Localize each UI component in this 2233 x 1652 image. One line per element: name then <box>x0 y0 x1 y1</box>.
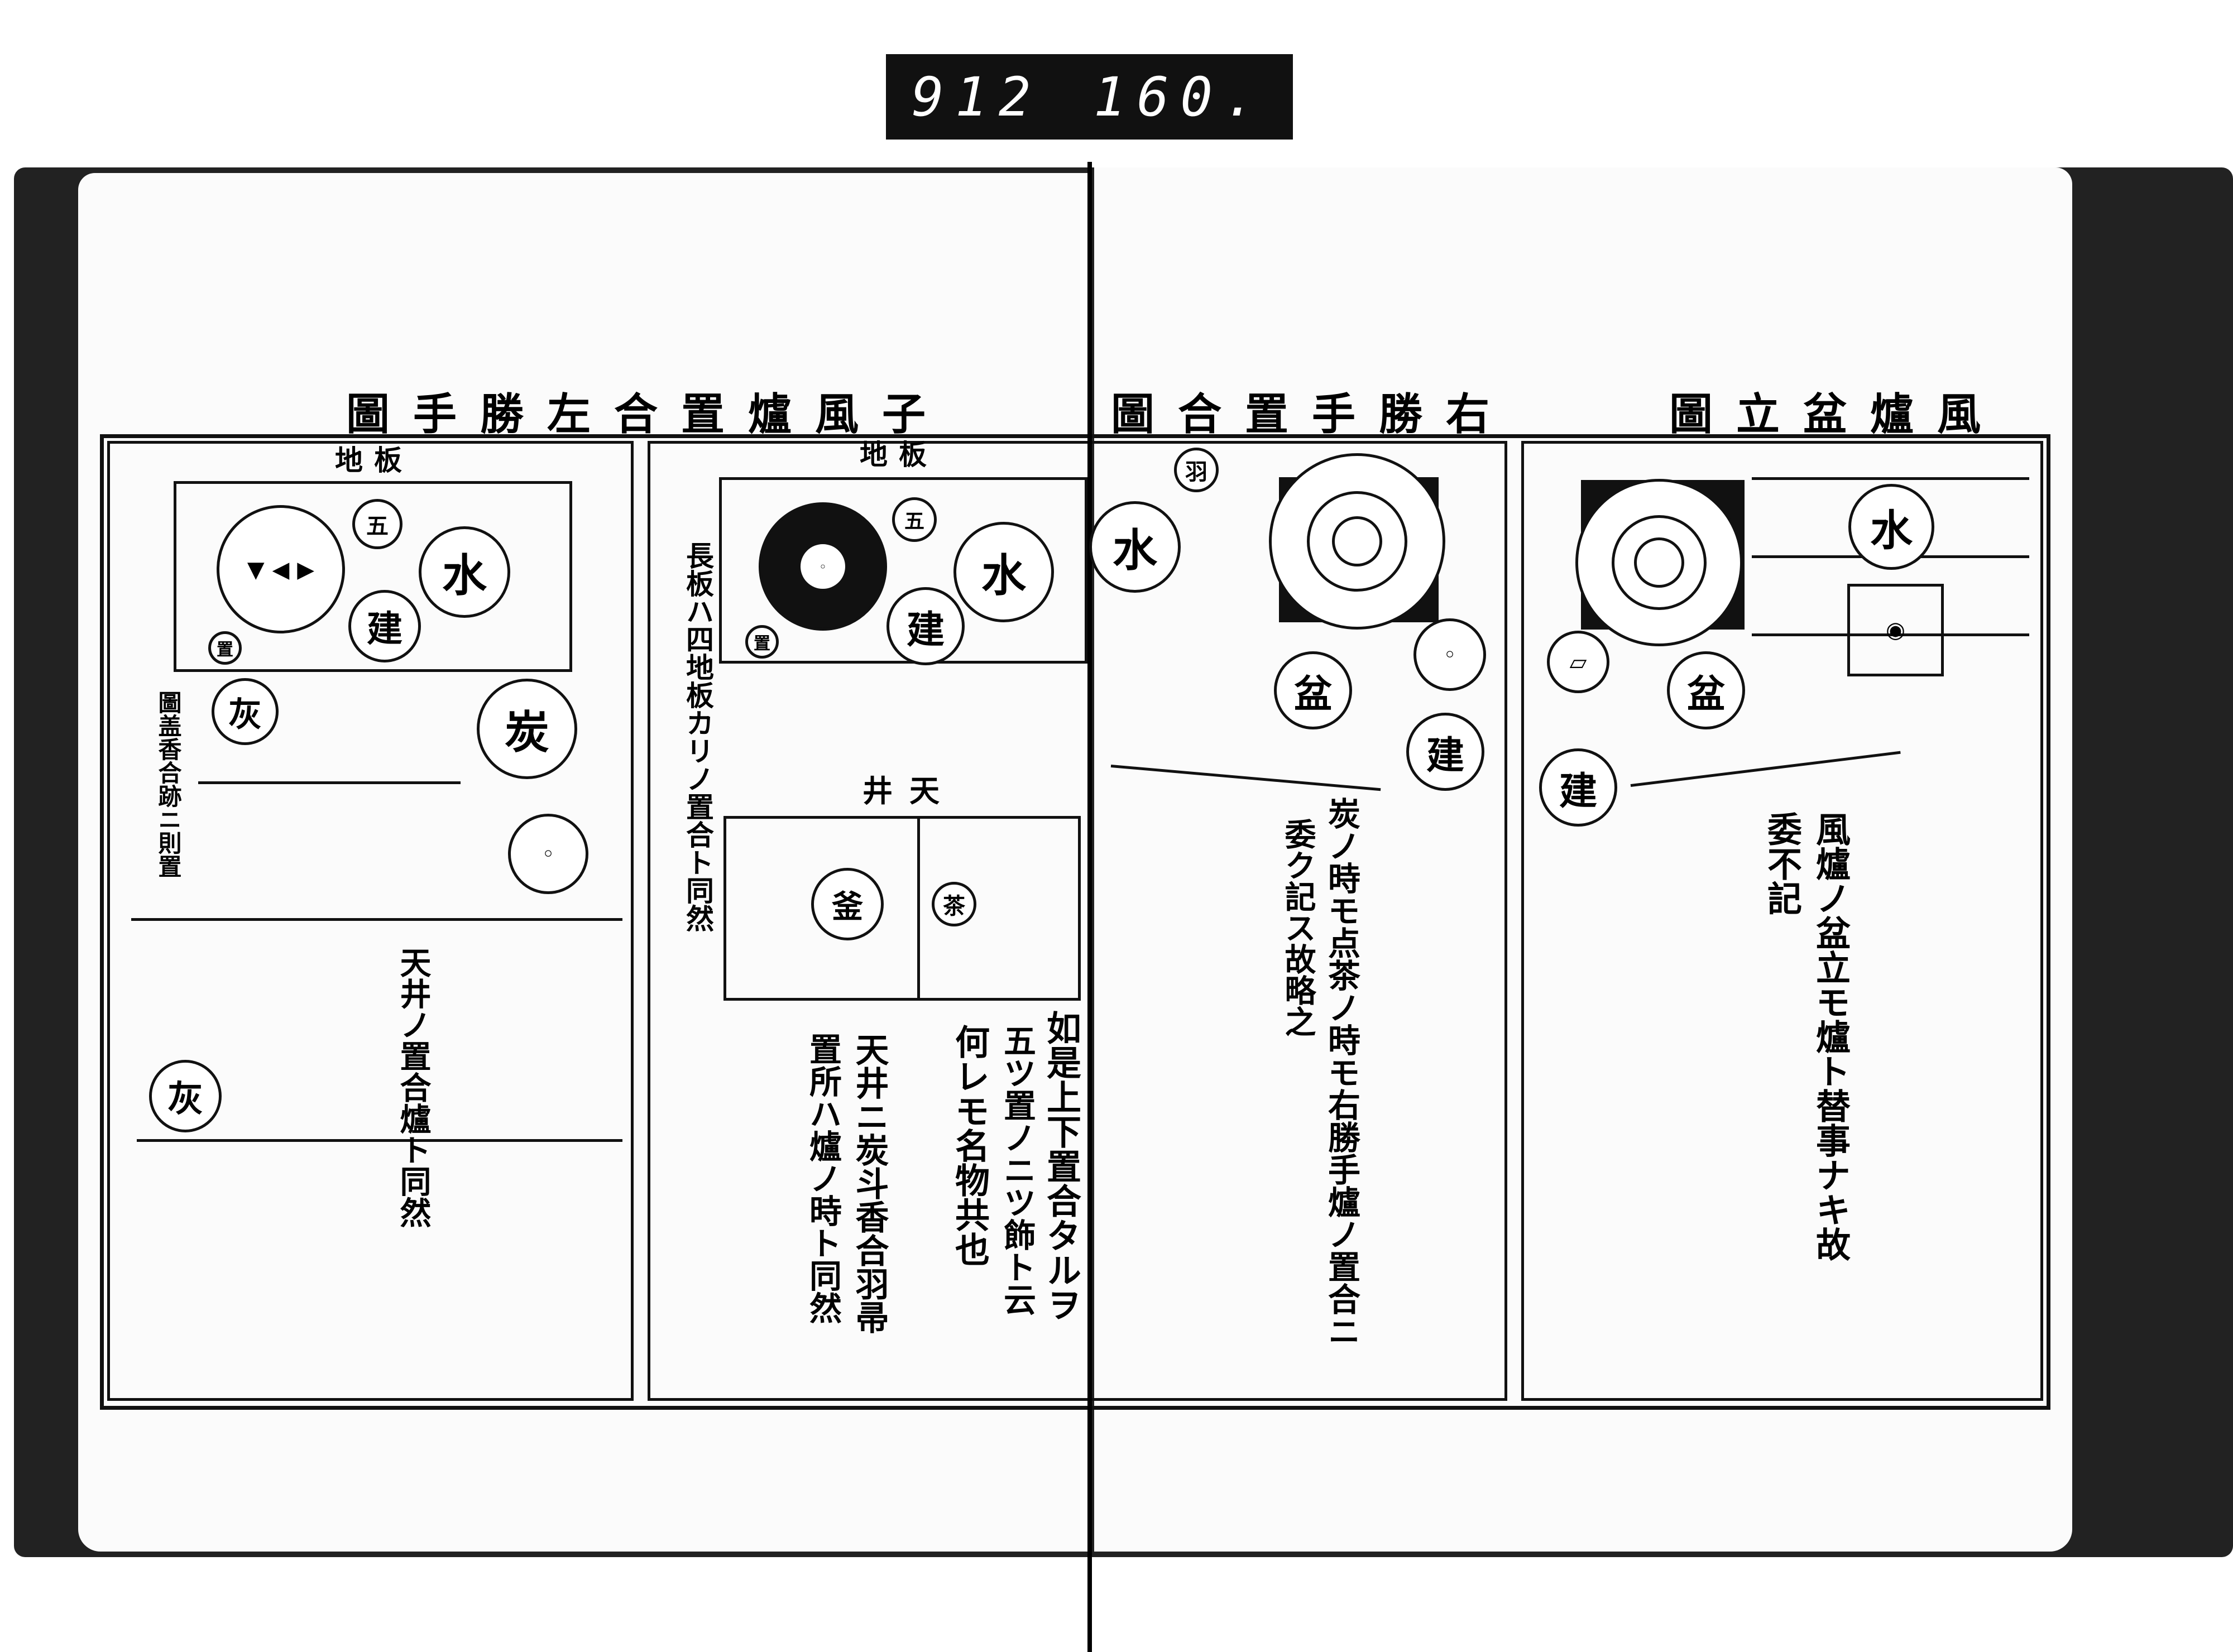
panel2-column: 何レモ名物共也 <box>949 1024 990 1266</box>
ceiling-shelf-box <box>723 816 1081 1001</box>
small-vessel-circle: ◦ <box>1413 618 1486 691</box>
panel2-ceiling-header: 天井 <box>862 773 956 809</box>
panel4-column: 委不記 <box>1761 811 1802 915</box>
panel-1 <box>107 441 634 1401</box>
circle-five: 五 <box>352 499 402 549</box>
divider <box>917 816 920 1001</box>
catalog-number-label: 912 160. <box>886 54 1293 140</box>
circle-bon: 盆 <box>1667 651 1745 729</box>
panel2-header: 地板 <box>860 438 938 471</box>
circle-water: 水 <box>1089 501 1181 593</box>
circle-kama: 釜 <box>811 868 884 940</box>
title-right-page: 右勝手置合圖 <box>1111 389 1513 440</box>
circle-ken: 建 <box>1539 748 1617 827</box>
divider <box>1752 633 2029 636</box>
circle-water: 水 <box>419 526 510 618</box>
circle-feather: 羽 <box>1174 448 1219 492</box>
circle-water: 水 <box>953 522 1054 622</box>
panel2-column: 如是上下置合タルヲ <box>1041 1010 1081 1322</box>
panel4-column: 風爐ノ盆立モ爐ト替事ナキ故 <box>1810 811 1851 1261</box>
circle-cha: 茶 <box>932 882 976 926</box>
kettle-circle: ▼ ◀ ▶ <box>217 505 345 633</box>
divider <box>131 918 622 921</box>
kettle-black-circle: ◦ <box>759 502 887 631</box>
square-vessel: ◉ <box>1847 584 1944 676</box>
panel3-column: 炭ノ時モ点茶ノ時モ右勝手爐ノ置合ニ <box>1322 797 1360 1347</box>
circle-charcoal: 炭 <box>477 679 577 779</box>
circle-oki: 置 <box>208 631 242 665</box>
panel1-small-note: 圖盖香合跡ニ則置 <box>155 690 182 878</box>
furo-circle <box>1269 453 1445 630</box>
panel1-shelf-box <box>174 481 572 672</box>
divider <box>198 781 461 784</box>
panel2-long-note: 長板ハ四地板カリノ置合ト同然 <box>682 541 715 932</box>
incense-circle: ◦ <box>508 814 588 894</box>
panel2-column: 置所ハ爐ノ時ト同然 <box>804 1032 842 1324</box>
panel-4 <box>1521 441 2043 1401</box>
panel2-column: 五ツ置ノニツ飾ト云 <box>998 1024 1036 1315</box>
panel-2-3 <box>648 441 1507 1401</box>
title-far-right: 風爐盆立圖 <box>1669 389 2005 440</box>
diagram-frame <box>100 434 2050 1410</box>
book-spine <box>1087 162 1092 1652</box>
furo-circle <box>1575 479 1743 646</box>
right-page <box>1094 167 2072 1552</box>
catalog-number-right: 160. <box>1093 65 1267 128</box>
panel2-shelf-box <box>719 477 1087 664</box>
circle-ken: 建 <box>348 590 421 662</box>
circle-water: 水 <box>1848 484 1934 570</box>
panel3-column: 委ク記ス故略之 <box>1280 818 1316 1037</box>
divider <box>1752 477 2029 480</box>
panel1-header: 地板 <box>335 444 413 477</box>
panel2-column: 天井ニ炭斗香合羽帚 <box>850 1032 889 1334</box>
circle-oki: 置 <box>745 625 779 659</box>
circle-ash-lower: 灰 <box>149 1060 222 1132</box>
circle-bon: 盆 <box>1274 651 1352 729</box>
divider <box>137 1139 622 1142</box>
title-left-page: 子風爐置合左勝手圖 <box>346 389 950 440</box>
circle-ash: 灰 <box>212 678 279 745</box>
circle-ken: 建 <box>1406 713 1484 791</box>
circle-five: 五 <box>892 497 937 542</box>
catalog-number-left: 912 <box>912 65 1042 128</box>
small-vessel-circle: ▱ <box>1547 631 1609 693</box>
circle-ken: 建 <box>887 587 965 665</box>
panel1-note: 天井ノ置合爐ト同然 <box>395 947 432 1228</box>
